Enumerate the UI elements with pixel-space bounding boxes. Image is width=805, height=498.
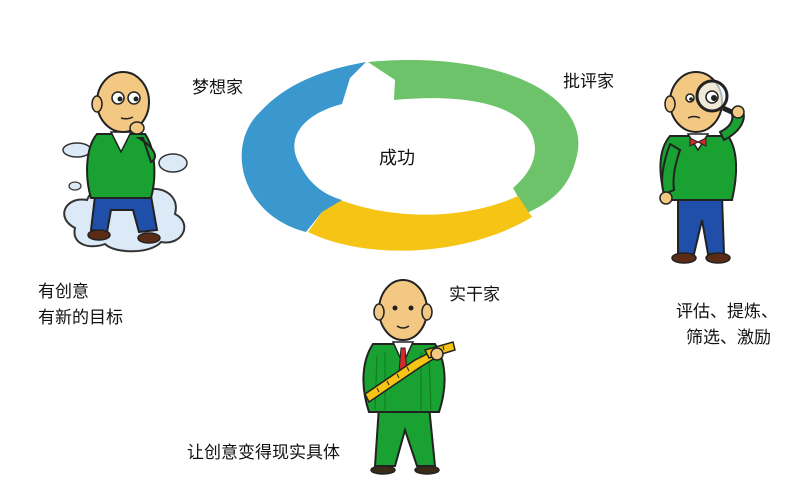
success-cycle-ring (241, 60, 579, 251)
role-desc-line: 让创意变得现实具体 (187, 443, 340, 463)
role-desc-dreamer: 有创意 有新的目标 (38, 279, 123, 331)
ring-segment-critic (368, 60, 579, 213)
role-desc-line: 评估、提炼、 (676, 302, 778, 322)
role-title-realist: 实干家 (449, 285, 500, 305)
role-desc-realist: 让创意变得现实具体 (187, 440, 340, 466)
center-label: 成功 (379, 148, 415, 169)
ring-segment-realist (308, 196, 532, 251)
role-title-dreamer: 梦想家 (192, 78, 243, 98)
role-desc-line: 筛选、激励 (686, 328, 771, 348)
ring-segment-dreamer (241, 62, 366, 232)
critic-illustration (659, 71, 745, 264)
role-title-critic: 批评家 (563, 72, 614, 92)
realist-illustration (362, 279, 456, 475)
role-desc-line: 有新的目标 (38, 308, 123, 328)
dreamer-illustration (62, 71, 188, 253)
role-desc-line: 有创意 (38, 282, 89, 302)
role-desc-critic: 评估、提炼、 筛选、激励 (676, 299, 778, 351)
